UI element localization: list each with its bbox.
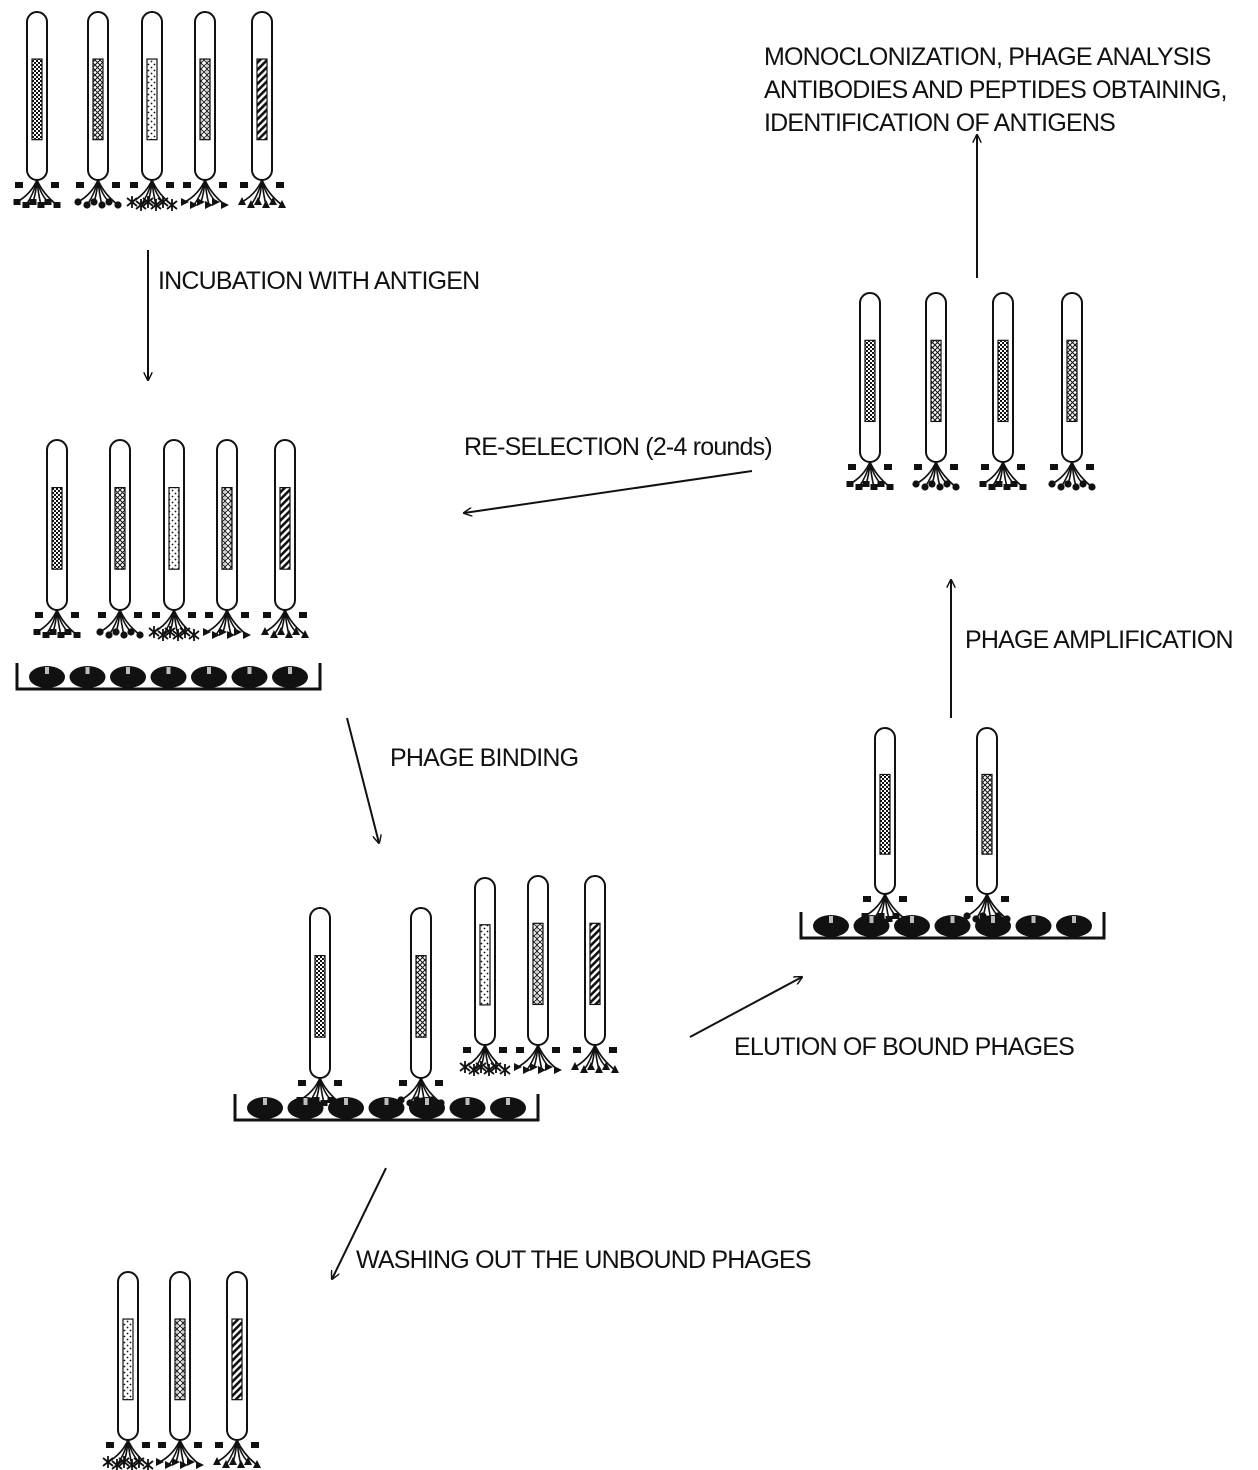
incubated-phage [203,440,251,639]
eluted-phage [862,728,909,922]
label-final-line-3: IDENTIFICATION OF ANTIGENS [764,106,1115,140]
label-reselection: RE-SELECTION (2-4 rounds) [464,430,772,464]
unbound-phage [460,878,510,1076]
bound-phage [397,908,444,1107]
arrow-elution [690,977,802,1037]
label-phage-binding: PHAGE BINDING [390,741,578,775]
washed-phage [156,1272,204,1469]
label-amplification: PHAGE AMPLIFICATION [965,623,1233,657]
antigen-plate-binding [235,1094,538,1120]
incubated-phage [261,440,309,638]
arrow-phage-binding [347,718,379,843]
label-final-line-1: MONOCLONIZATION, PHAGE ANALYSIS [764,40,1211,74]
amplified-phage [980,293,1027,490]
library-phage [238,12,286,208]
eluted-phage [963,728,1010,923]
antigen-plate-incubation [17,663,320,689]
library-phage [14,12,61,208]
bound-phage [297,908,344,1106]
unbound-phage [514,876,562,1074]
washed-phage [103,1272,153,1470]
unbound-phage [571,876,619,1073]
amplified-phage [1048,293,1095,491]
label-incubation: INCUBATION WITH ANTIGEN [158,264,479,298]
amplified-phage [912,293,959,491]
arrow-reselection [464,471,752,513]
label-final-line-2: ANTIBODIES AND PEPTIDES OBTAINING, [764,73,1227,107]
antigen-plate-elution [801,912,1104,938]
label-washing: WASHING OUT THE UNBOUND PHAGES [356,1243,811,1277]
label-elution: ELUTION OF BOUND PHAGES [734,1030,1074,1064]
incubated-phage [34,440,81,638]
library-phage [74,12,121,209]
amplified-phage [847,293,894,490]
incubated-phage [96,440,143,639]
library-phage [127,12,177,211]
washed-phage [213,1272,261,1468]
incubated-phage [149,440,199,641]
library-phage [181,12,229,209]
